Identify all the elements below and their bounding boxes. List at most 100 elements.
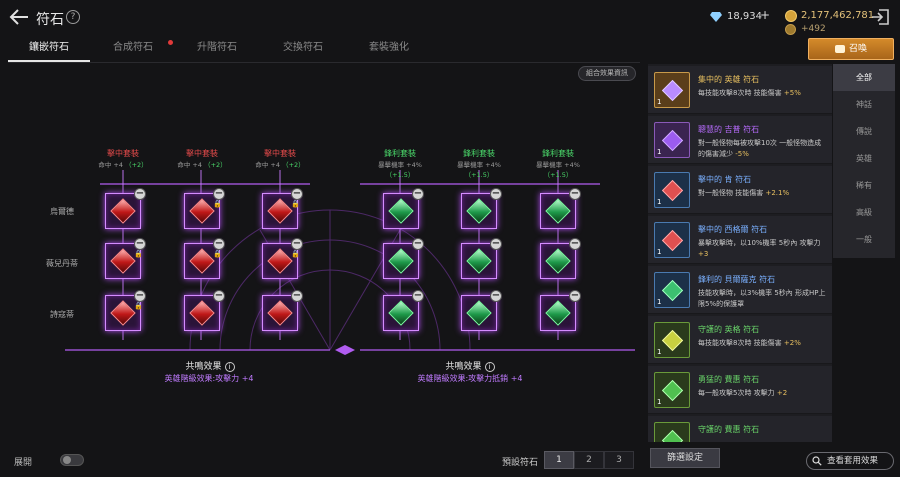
back-arrow-icon[interactable] [8,8,30,26]
tab-upgrade-rune[interactable]: 升階符石 [197,42,237,53]
tab-combine-rune[interactable]: 合成符石 [113,42,153,53]
gold-bonus-amount: +492 [801,24,826,34]
remove-rune-button[interactable]: − [213,238,225,250]
rune-socket[interactable]: − [184,290,225,331]
summon-icon [834,44,845,53]
info-icon[interactable]: i [224,362,235,372]
rune-socket[interactable]: −🔒 [105,290,146,331]
remove-rune-button[interactable]: − [569,290,581,302]
preset-3-button[interactable]: 3 [604,451,634,469]
filter-all[interactable]: 全部 [833,64,895,91]
remove-rune-button[interactable]: − [490,238,502,250]
tab-bar: 鑲嵌符石 合成符石 升階符石 交換符石 套裝強化 [0,38,640,62]
red-rune-gem-icon [110,248,136,274]
exit-icon[interactable] [870,8,890,26]
preset-1-button[interactable]: 1 [544,451,574,469]
rune-socket[interactable]: − [383,188,424,229]
rune-list-item[interactable]: 1 勇猛的 費惠 符石 每一般攻擊5次時 攻擊力 +2 [648,366,832,414]
preset-2-button[interactable]: 2 [574,451,604,469]
rune-list-item[interactable]: 1 擊中的 肯 符石 對一般怪物 技能傷害 +2.1% [648,166,832,214]
rune-socket[interactable]: − [105,188,146,229]
filter-advanced[interactable]: 高級 [856,208,872,217]
rune-socket[interactable]: − [383,238,424,279]
green-rune-gem-icon [388,198,414,224]
add-diamond-button[interactable]: + [759,8,771,22]
remove-rune-button[interactable]: − [490,290,502,302]
remove-rune-button[interactable]: − [213,290,225,302]
rune-item-icon: 1 [654,272,690,308]
rune-socket[interactable]: − [540,290,581,331]
red-rune-gem-icon [110,300,136,326]
rune-list-item[interactable]: 1 守護的 英格 符石 每技能攻擊8次時 技能傷害 +2% [648,316,832,364]
tab-socket-rune[interactable]: 鑲嵌符石 [29,42,69,53]
green-rune-gem-icon [466,300,492,326]
rune-socket[interactable]: −🔒 [262,238,303,279]
filter-hero[interactable]: 英雄 [856,154,872,163]
rune-socket[interactable]: − [461,238,502,279]
filter-settings-button[interactable]: 篩選設定 [650,448,720,468]
summon-button[interactable]: 召喚 [808,38,894,60]
rune-socket[interactable]: −🔒 [184,188,225,229]
rune-list[interactable]: 1 集中的 英雄 符石 每技能攻擊8次時 技能傷害 +5% 1 聰慧的 吉普 符… [648,64,832,442]
remove-rune-button[interactable]: − [412,238,424,250]
rune-socket[interactable]: − [383,290,424,331]
page-title: 符石 [36,12,64,28]
remove-rune-button[interactable]: − [412,290,424,302]
set-info-button[interactable]: 組合效果資訊 [578,66,636,81]
remove-rune-button[interactable]: − [134,290,146,302]
resonance-effect: 英雄階級效果:攻擊力抵銷 +4 [417,374,523,383]
rune-item-icon: 1 [654,422,690,442]
rune-socket[interactable]: −🔒 [262,188,303,229]
rune-desc: 每技能攻擊8次時 技能傷害 +2% [698,339,801,347]
rune-list-item[interactable]: 1 鋒利的 貝爾薩克 符石 技能攻擊時，以3%機率 5秒內 形成HP上限5%的保… [648,266,832,314]
green-rune-gem-icon [545,300,571,326]
red-rune-gem-icon [267,248,293,274]
remove-rune-button[interactable]: − [213,188,225,200]
rune-socket[interactable]: − [540,238,581,279]
tab-exchange-rune[interactable]: 交換符石 [283,42,323,53]
remove-rune-button[interactable]: − [569,188,581,200]
rune-name: 集中的 英雄 符石 [698,75,760,84]
help-icon[interactable]: ? [66,10,80,24]
filter-rare[interactable]: 稀有 [856,181,872,190]
resonance-effect: 英雄階級效果:攻擊力 +4 [164,374,254,383]
rune-socket[interactable]: − [461,290,502,331]
search-icon [812,456,822,466]
remove-rune-button[interactable]: − [134,188,146,200]
remove-rune-button[interactable]: − [412,188,424,200]
lock-icon: 🔒 [291,250,300,258]
rune-list-item[interactable]: 1 守護的 費惠 符石 [648,416,832,442]
filter-legendary[interactable]: 傳說 [856,127,872,136]
rune-item-icon: 1 [654,122,690,158]
remove-rune-button[interactable]: − [134,238,146,250]
set-stat: 暴擊機率 +4% （+1.5） [378,161,422,179]
row-label-verdandi: 薇兒丹蒂 [46,259,78,268]
set-stat: 暴擊機率 +4% （+1.5） [536,161,580,179]
rune-list-item[interactable]: 1 擊中的 西格爾 符石 暴擊攻擊時，以10%機率 5秒內 攻擊力 +3 [648,216,832,264]
filter-mythic[interactable]: 神話 [856,100,872,109]
rune-socket[interactable]: − [540,188,581,229]
rune-socket[interactable]: − [461,188,502,229]
rune-list-item[interactable]: 1 集中的 英雄 符石 每技能攻擊8次時 技能傷害 +5% [648,66,832,114]
rune-socket[interactable]: −🔒 [105,238,146,279]
set-title: 鋒利套裝 [463,149,495,158]
red-rune-gem-icon [267,300,293,326]
info-icon[interactable]: i [484,362,495,372]
remove-rune-button[interactable]: − [291,188,303,200]
rune-socket[interactable]: − [262,290,303,331]
view-applied-effects-button[interactable]: 查看套用效果 [806,452,894,470]
remove-rune-button[interactable]: − [569,238,581,250]
remove-rune-button[interactable]: − [490,188,502,200]
rune-name: 鋒利的 貝爾薩克 符石 [698,275,776,284]
remove-rune-button[interactable]: − [291,238,303,250]
tab-set-enhance[interactable]: 套裝強化 [369,42,409,53]
remove-rune-button[interactable]: − [291,290,303,302]
set-stat: 命中 +4 （+2） [177,161,227,169]
preset-label: 預設符石 [502,458,539,468]
rune-socket[interactable]: −🔒 [184,238,225,279]
rune-list-item[interactable]: 1 聰慧的 吉普 符石 對一般怪物每被攻擊10次 一般怪物造成的傷害減少 -5% [648,116,832,164]
diamond-icon [710,12,722,22]
filter-normal[interactable]: 一般 [856,235,872,244]
